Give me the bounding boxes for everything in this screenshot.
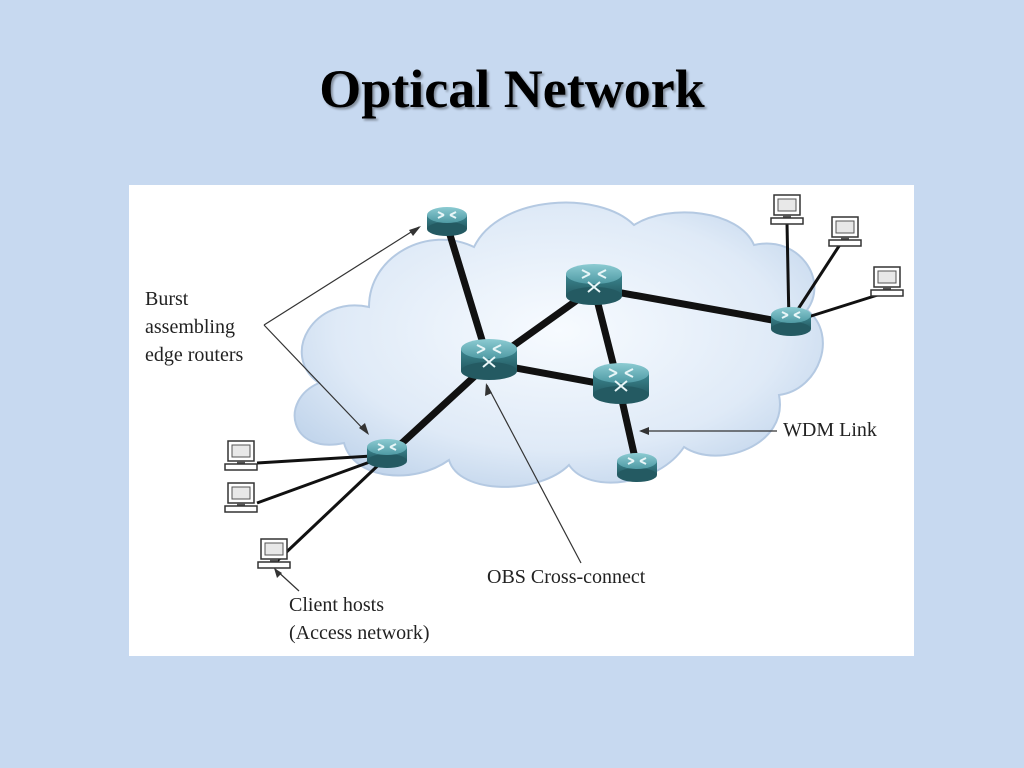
client-pc-icon[interactable] [870,266,904,297]
client-hosts-label-line: (Access network) [289,622,430,644]
edge-routers-label-line: assembling [145,316,235,338]
cross-connect-right-icon[interactable] [592,362,650,405]
cross-connect-top-icon[interactable] [565,263,623,306]
client-pc-icon[interactable] [828,216,862,247]
client-hosts-label-line: Client hosts [289,594,385,616]
arrow-to-cross-connect [486,384,582,564]
edge-router-bottom-icon[interactable] [616,452,658,483]
access-link-pc2 [256,453,390,505]
edge-routers-label-line: edge routers [145,344,244,366]
edge-routers-label: Burst assembling edge routers [145,285,243,369]
wdm-link-label: WDM Link [783,419,877,441]
client-pc-icon[interactable] [224,482,258,513]
obs-cross-connect-label: OBS Cross-connect [487,566,646,588]
client-hosts-label: Client hosts (Access network) [289,591,430,647]
arrow-to-edge-router-top [263,226,420,326]
link-center-edge-left [385,359,493,459]
client-pc-icon[interactable] [224,440,258,471]
arrow-to-edge-router-left [263,324,368,434]
access-link-pc4 [785,222,791,324]
slide-title: Optical Network [319,59,705,119]
client-pc-icon[interactable] [257,538,291,569]
diagram-canvas [224,194,904,592]
edge-router-top-icon[interactable] [426,206,468,237]
link-top-edge-right [590,284,793,327]
network-diagram: Burst assembling edge routers WDM Link O… [129,185,914,656]
client-pc-icon[interactable] [770,194,804,225]
edge-router-left-icon[interactable] [366,438,408,469]
access-link-pc3 [275,453,391,563]
edge-routers-label-line: Burst [145,288,189,310]
annotation-arrows [263,226,777,592]
edge-router-right-icon[interactable] [770,306,812,337]
cross-connect-center-icon[interactable] [460,338,518,381]
arrow-heads [274,226,649,578]
